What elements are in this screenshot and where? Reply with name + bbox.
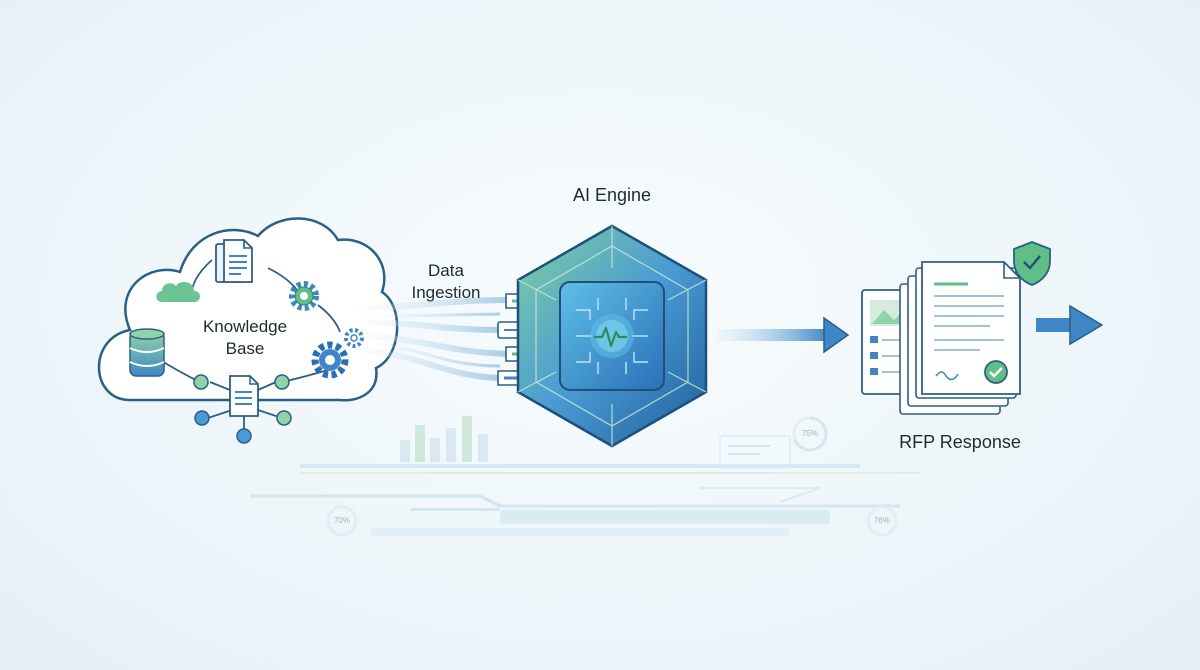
rfp-response-stack — [861, 241, 1051, 415]
document-icon — [215, 239, 253, 283]
shield-check-icon — [1013, 241, 1051, 286]
mini-cloud-icon — [156, 281, 200, 302]
gauge-ring — [866, 505, 898, 537]
knowledge-base-cloud — [97, 217, 399, 444]
gear-icon — [289, 281, 319, 311]
knowledge-base-label-line2: Base — [225, 339, 265, 358]
document-icon — [229, 375, 259, 417]
gauge-ring — [326, 505, 358, 537]
knowledge-base-label-line1: Knowledge — [202, 317, 288, 336]
data-ingestion-label-line2: Ingestion — [411, 283, 481, 302]
database-icon — [129, 328, 165, 377]
gauge-value: 75% — [801, 429, 818, 438]
circuit-traces — [576, 298, 648, 374]
output-arrow — [718, 316, 850, 354]
export-arrow — [1036, 304, 1104, 346]
ai-engine-hexagon — [516, 224, 708, 448]
rfp-response-label: RFP Response — [899, 432, 1021, 452]
data-ingestion-streams — [349, 293, 540, 386]
ai-engine-label: AI Engine — [572, 185, 652, 205]
data-ingestion-label-line1: Data — [428, 261, 464, 280]
checkmark-badge-icon — [984, 360, 1008, 384]
gauge-value: 70% — [333, 516, 350, 525]
network-nodes — [193, 374, 292, 444]
heartbeat-icon — [594, 326, 627, 348]
background-dashboard — [250, 416, 920, 537]
gauge-value: 76% — [873, 516, 890, 525]
gear-icon — [311, 341, 349, 379]
